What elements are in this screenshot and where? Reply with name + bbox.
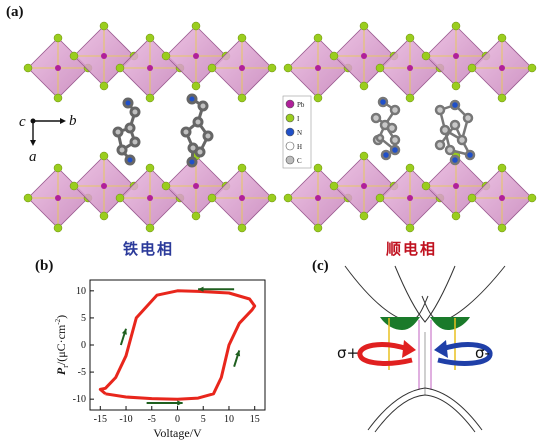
pbi6-octahedron xyxy=(375,33,445,103)
pbi6-octahedron xyxy=(115,163,185,233)
axis-a-label: a xyxy=(29,149,37,165)
pbi6-octahedron xyxy=(329,21,399,91)
x-tick-label: 0 xyxy=(175,414,180,425)
pbi6-octahedron xyxy=(421,21,491,91)
pbi6-octahedron xyxy=(329,151,399,221)
sigma-plus-label: σ+ xyxy=(337,344,359,362)
sigma-minus-label: σ- xyxy=(475,344,490,362)
band-pocket-left xyxy=(380,317,420,330)
band-pocket-right xyxy=(430,317,470,330)
pbi6-octahedron xyxy=(375,163,445,233)
octahedra-layers xyxy=(23,21,537,233)
pbi6-octahedron xyxy=(207,163,277,233)
pbi6-octahedron xyxy=(23,163,93,233)
pbi6-octahedron xyxy=(467,33,537,103)
disordered-cation-left xyxy=(370,96,401,161)
sweep-direction-arrow xyxy=(119,328,127,346)
panel-b-tag: (b) xyxy=(35,258,54,274)
pbi6-octahedron xyxy=(467,163,537,233)
x-tick-label: 15 xyxy=(250,414,260,425)
y-tick-label: -5 xyxy=(78,367,86,378)
hysteresis-loop xyxy=(98,289,257,401)
legend-swatch-h xyxy=(285,141,295,151)
legend-swatch-n xyxy=(285,127,295,137)
legend-label-n: N xyxy=(297,129,302,137)
x-tick-label: 10 xyxy=(224,414,234,425)
paraelectric-phase-label: 顺电相 xyxy=(386,240,438,258)
x-tick-label: -10 xyxy=(119,414,132,425)
sweep-direction-arrow xyxy=(146,400,183,406)
y-tick-label: 0 xyxy=(81,340,86,351)
y-tick-label: -10 xyxy=(73,394,86,405)
legend-swatch-i xyxy=(285,113,295,123)
organic-cation-right xyxy=(180,93,214,168)
legend-swatch-pb xyxy=(285,99,295,109)
pbi6-octahedron xyxy=(23,33,93,103)
pbi6-octahedron xyxy=(283,33,353,103)
x-axis-label: Voltage/V xyxy=(153,426,202,440)
legend-label-h: H xyxy=(297,143,302,151)
x-tick-label: -5 xyxy=(148,414,156,425)
legend-label-c: C xyxy=(297,157,302,165)
crystal-axes: c b a xyxy=(19,113,77,165)
pbi6-octahedron xyxy=(69,21,139,91)
sweep-direction-arrow xyxy=(198,286,235,292)
y-axis-label: Pr/(μC·cm-2) xyxy=(54,315,70,375)
pbi6-octahedron xyxy=(115,33,185,103)
pbi6-octahedron xyxy=(161,21,231,91)
pbi6-octahedron xyxy=(283,163,353,233)
panel-a-tag: (a) xyxy=(6,4,24,20)
legend-swatch-c xyxy=(285,155,295,165)
legend-label-i: I xyxy=(297,115,300,123)
organic-cation-left xyxy=(112,97,141,166)
axis-b-label: b xyxy=(69,113,77,129)
chart-frame xyxy=(89,279,266,411)
legend-label-pb: Pb xyxy=(297,101,305,109)
sweep-direction-arrow xyxy=(233,350,241,367)
y-tick-label: 5 xyxy=(81,313,86,324)
band-diagram: σ+ σ- xyxy=(337,265,506,433)
pbi6-octahedron xyxy=(207,33,277,103)
disordered-cation-right xyxy=(434,99,476,166)
x-tick-label: 5 xyxy=(201,414,206,425)
panel-c-tag: (c) xyxy=(312,258,329,274)
y-tick-label: 10 xyxy=(76,286,86,297)
x-tick-label: -15 xyxy=(94,414,107,425)
ferroelectric-phase-label: 铁电相 xyxy=(123,240,175,258)
axis-c-label: c xyxy=(19,114,26,130)
